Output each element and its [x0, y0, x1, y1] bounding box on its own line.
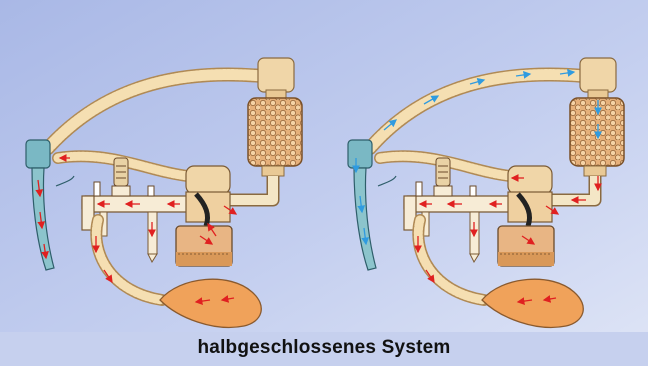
- valve-housing: [186, 166, 230, 194]
- absorber-head: [258, 58, 294, 92]
- mask-connector: [348, 140, 372, 168]
- co2-absorber: [570, 98, 624, 166]
- co2-absorber: [248, 98, 302, 166]
- figure-caption: halbgeschlossenes System: [0, 337, 648, 359]
- absorber-head: [580, 58, 616, 92]
- mask-connector: [26, 140, 50, 168]
- valve-housing: [508, 166, 552, 194]
